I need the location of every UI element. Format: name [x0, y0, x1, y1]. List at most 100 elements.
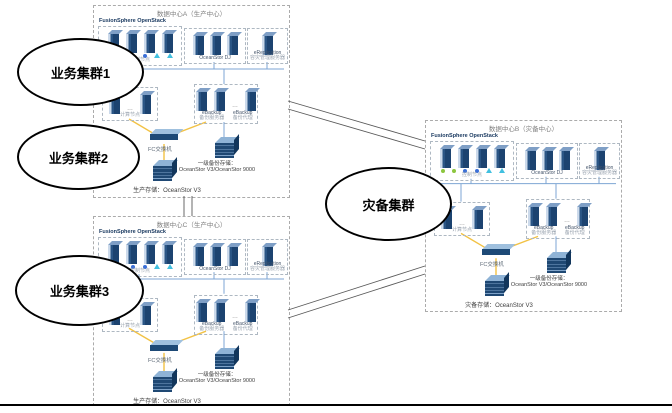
server-icon [161, 34, 173, 53]
server-icon [125, 34, 137, 53]
server-icon [594, 151, 605, 170]
server-icon [109, 95, 120, 114]
business-cluster-1-ellipse: 业务集群1 [17, 38, 144, 106]
ebackup-agent-label: eBackup 备份代理 [564, 224, 585, 237]
server-icon [439, 149, 451, 168]
server-icon [262, 36, 273, 55]
bottom-border-line [0, 404, 672, 406]
server-icon [140, 95, 151, 114]
fc-switch-icon [150, 345, 178, 351]
compute-nodes-label: 计算节点 [119, 323, 140, 330]
ereplication-group: eReplication 容灾管理服务器 [247, 239, 288, 275]
ebackup-server-label: eBackup 备份服务器 [199, 320, 225, 333]
server-icon [546, 207, 557, 226]
datacenter-title: 数据中心B（灾备中心） [488, 126, 559, 133]
ereplication-label: eReplication [253, 260, 282, 267]
compute-nodes-label: 计算节点 [451, 227, 472, 234]
cyan-triangle [498, 168, 505, 173]
ebackup-group: … eBackup 备份服务器 eBackup 备份代理 [194, 84, 258, 124]
dr-cluster-ellipse: 灾备集群 [325, 167, 452, 241]
fusionsphere-label: FusionSphere OpenStack [99, 229, 166, 235]
control-nodes-label: 控制节点 [129, 268, 150, 275]
server-icon [262, 247, 273, 266]
business-cluster-2-label: 业务集群2 [48, 150, 109, 166]
cyan-triangle [166, 53, 173, 58]
fc-switch-icon [482, 249, 510, 255]
dr-mgmt-server-label: 容灾管理服务器 [581, 170, 617, 177]
ellipsis: … [127, 317, 133, 323]
business-cluster-3-ellipse: 业务集群3 [15, 255, 144, 326]
node-status-markers [441, 168, 505, 173]
ellipsis: … [232, 314, 238, 320]
server-icon [441, 210, 452, 229]
ellipsis: … [564, 218, 570, 224]
ebackup-group: … eBackup 备份服务器 eBackup 备份代理 [526, 199, 590, 239]
blue-dot [474, 169, 479, 173]
oceanstor-dj-group: OceanStor DJ [516, 143, 578, 179]
server-icon [524, 151, 536, 170]
control-nodes-label: 控制节点 [461, 172, 482, 179]
dr-storage-label: 灾备存储：OceanStor V3 [465, 303, 533, 309]
oceanstor-dj-group: OceanStor DJ [184, 28, 246, 64]
ebackup-server-label: eBackup 备份服务器 [199, 109, 225, 122]
server-icon [209, 247, 221, 266]
fc-switch-label: FC交换机 [148, 147, 172, 153]
green-dot [441, 169, 445, 173]
fc-switch-label: FC交换机 [148, 358, 172, 364]
ebackup-server-label: eBackup 备份服务器 [531, 224, 557, 237]
server-icon [541, 151, 553, 170]
backup-storage-label: 一级备份存储： OceanStor V3/OceanStor 9000 [178, 161, 256, 174]
server-icon [196, 303, 207, 322]
oceanstor-dj-label: OceanStor DJ [199, 266, 231, 273]
ellipsis: … [232, 103, 238, 109]
cyan-triangle [153, 53, 160, 58]
cyan-triangle [153, 264, 160, 269]
ellipsis: … [459, 221, 465, 227]
ebackup-group: … eBackup 备份服务器 eBackup 备份代理 [194, 295, 258, 335]
ereplication-label: eReplication [585, 164, 614, 171]
fc-switch-label: FC交换机 [480, 262, 504, 268]
ellipsis: … [127, 106, 133, 112]
backup-storage-label: 一级备份存储： OceanStor V3/OceanStor 9000 [178, 372, 256, 385]
datacenter-title: 数据中心C（生产中心） [156, 222, 227, 229]
ereplication-group: eReplication 容灾管理服务器 [579, 143, 620, 179]
backup-storage-cube-icon [215, 143, 234, 158]
fusionsphere-label: FusionSphere OpenStack [99, 18, 166, 24]
server-icon [472, 210, 483, 229]
dr-mgmt-server-label: 容灾管理服务器 [249, 266, 285, 273]
server-icon [558, 151, 570, 170]
server-icon [245, 303, 256, 322]
server-icon [192, 36, 204, 55]
backup-storage-cube-icon [215, 354, 234, 369]
server-icon [577, 207, 588, 226]
dr-mgmt-server-label: 容灾管理服务器 [249, 55, 285, 62]
blue-dot [131, 265, 136, 269]
business-cluster-2-ellipse: 业务集群2 [17, 124, 140, 190]
fc-switch-icon [150, 134, 178, 140]
server-icon [457, 149, 469, 168]
server-icon [214, 92, 225, 111]
datacenter-a: 数据中心A（生产中心） FusionSphere OpenStack 控制节点 [93, 5, 290, 198]
ereplication-group: eReplication 容灾管理服务器 [247, 28, 288, 64]
ebackup-agent-label: eBackup 备份代理 [232, 320, 253, 333]
server-icon [209, 36, 221, 55]
primary-storage-label: 生产存储：OceanStor V3 [133, 399, 201, 405]
backup-storage-label: 一级备份存储： OceanStor V3/OceanStor 9000 [510, 276, 588, 289]
cyan-triangle [485, 168, 492, 173]
server-icon [226, 247, 238, 266]
green-dot [452, 169, 457, 173]
primary-storage-label: 生产存储：OceanStor V3 [133, 188, 201, 194]
dr-cluster-label: 灾备集群 [362, 197, 415, 213]
server-icon [192, 247, 204, 266]
cyan-triangle [166, 264, 173, 269]
server-icon [245, 92, 256, 111]
server-icon [528, 207, 539, 226]
server-icon [161, 245, 173, 264]
server-icon [475, 149, 487, 168]
ereplication-label: eReplication [253, 49, 282, 56]
server-icon [493, 149, 505, 168]
server-icon [143, 245, 155, 264]
server-icon [214, 303, 225, 322]
datacenter-b: 数据中心B（灾备中心） FusionSphere OpenStack 控制节点 [425, 120, 622, 312]
